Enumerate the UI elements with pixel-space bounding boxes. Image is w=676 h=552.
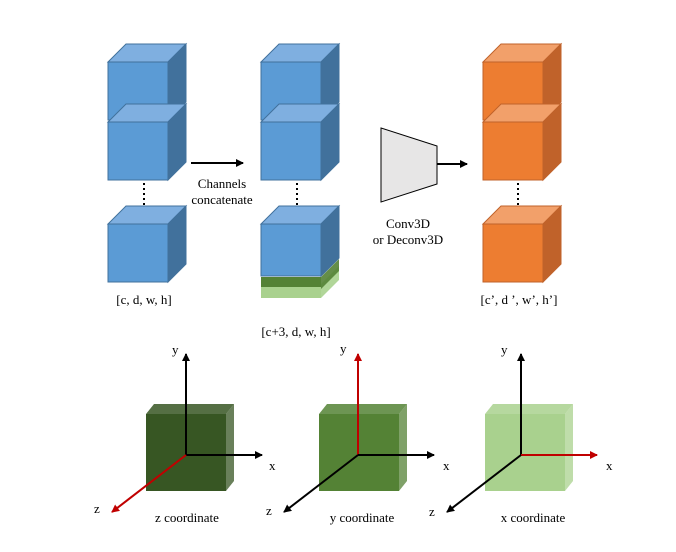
- input-cube-top: [106, 42, 188, 122]
- coord-cube-top: [319, 404, 407, 414]
- input-shape-label: [c, d, w, h]: [116, 292, 171, 307]
- conv-label-line2: or Deconv3D: [373, 232, 443, 247]
- slice-mid-front: [261, 277, 321, 287]
- input-cube-bottom: [106, 204, 188, 284]
- cube-front-face: [260, 121, 322, 181]
- z-axis: [111, 454, 187, 513]
- x-axis-label: x: [606, 458, 613, 473]
- concat-label-line1: Channels: [198, 176, 246, 191]
- y-axis-label: y: [340, 341, 347, 356]
- input-feature-stack: [c, d, w, h]: [106, 42, 188, 307]
- output-cube-middle: [481, 102, 563, 182]
- slice-mid-side: [321, 259, 339, 289]
- z-axis: [283, 454, 359, 513]
- y-axis-label: y: [501, 342, 508, 357]
- z-axis-label: z: [94, 501, 100, 516]
- coord-cube-side: [226, 404, 234, 491]
- coordinate-channel-slices: [261, 259, 339, 298]
- y-axis-label: y: [172, 342, 179, 357]
- x-axis-label: x: [443, 458, 450, 473]
- concat-label-line2: concatenate: [191, 192, 253, 207]
- coord-cube-top: [485, 404, 573, 414]
- concat-cube-bottom: [259, 204, 341, 278]
- coord-panel-z: y x z z coordinate: [94, 342, 276, 525]
- cube-front-face: [260, 223, 322, 277]
- cube-front-face: [482, 223, 544, 283]
- z-axis-label: z: [429, 504, 435, 519]
- cube-front-face: [107, 121, 169, 181]
- output-cube-bottom: [481, 204, 563, 284]
- conv-label-line1: Conv3D: [386, 216, 430, 231]
- concat-shape-label: [c+3, d, w, h]: [261, 324, 330, 339]
- coord-caption: z coordinate: [155, 510, 219, 525]
- coord-cube-top: [146, 404, 234, 414]
- cube-front-face: [107, 223, 169, 283]
- coord-panel-x: y x z x coordinate: [429, 342, 613, 525]
- cube-front-face: [482, 121, 544, 181]
- coord-cube-side: [399, 404, 407, 491]
- z-axis: [446, 454, 522, 513]
- coord-caption: y coordinate: [330, 510, 395, 525]
- concat-cube-middle: [259, 102, 341, 182]
- coord-cube-front: [485, 414, 565, 491]
- x-axis-label: x: [269, 458, 276, 473]
- slice-light-front: [261, 286, 321, 298]
- input-cube-middle: [106, 102, 188, 182]
- output-shape-label: [c’, d ’, w’, h’]: [481, 292, 558, 307]
- coord-panel-y: y x z y coordinate: [266, 341, 450, 525]
- conv-trapezoid: [380, 127, 438, 203]
- concat-feature-stack: [c+3, d, w, h]: [259, 42, 341, 339]
- z-axis-label: z: [266, 503, 272, 518]
- coord-caption: x coordinate: [501, 510, 566, 525]
- output-feature-stack: [c’, d ’, w’, h’]: [481, 42, 563, 307]
- coord-cube-side: [565, 404, 573, 491]
